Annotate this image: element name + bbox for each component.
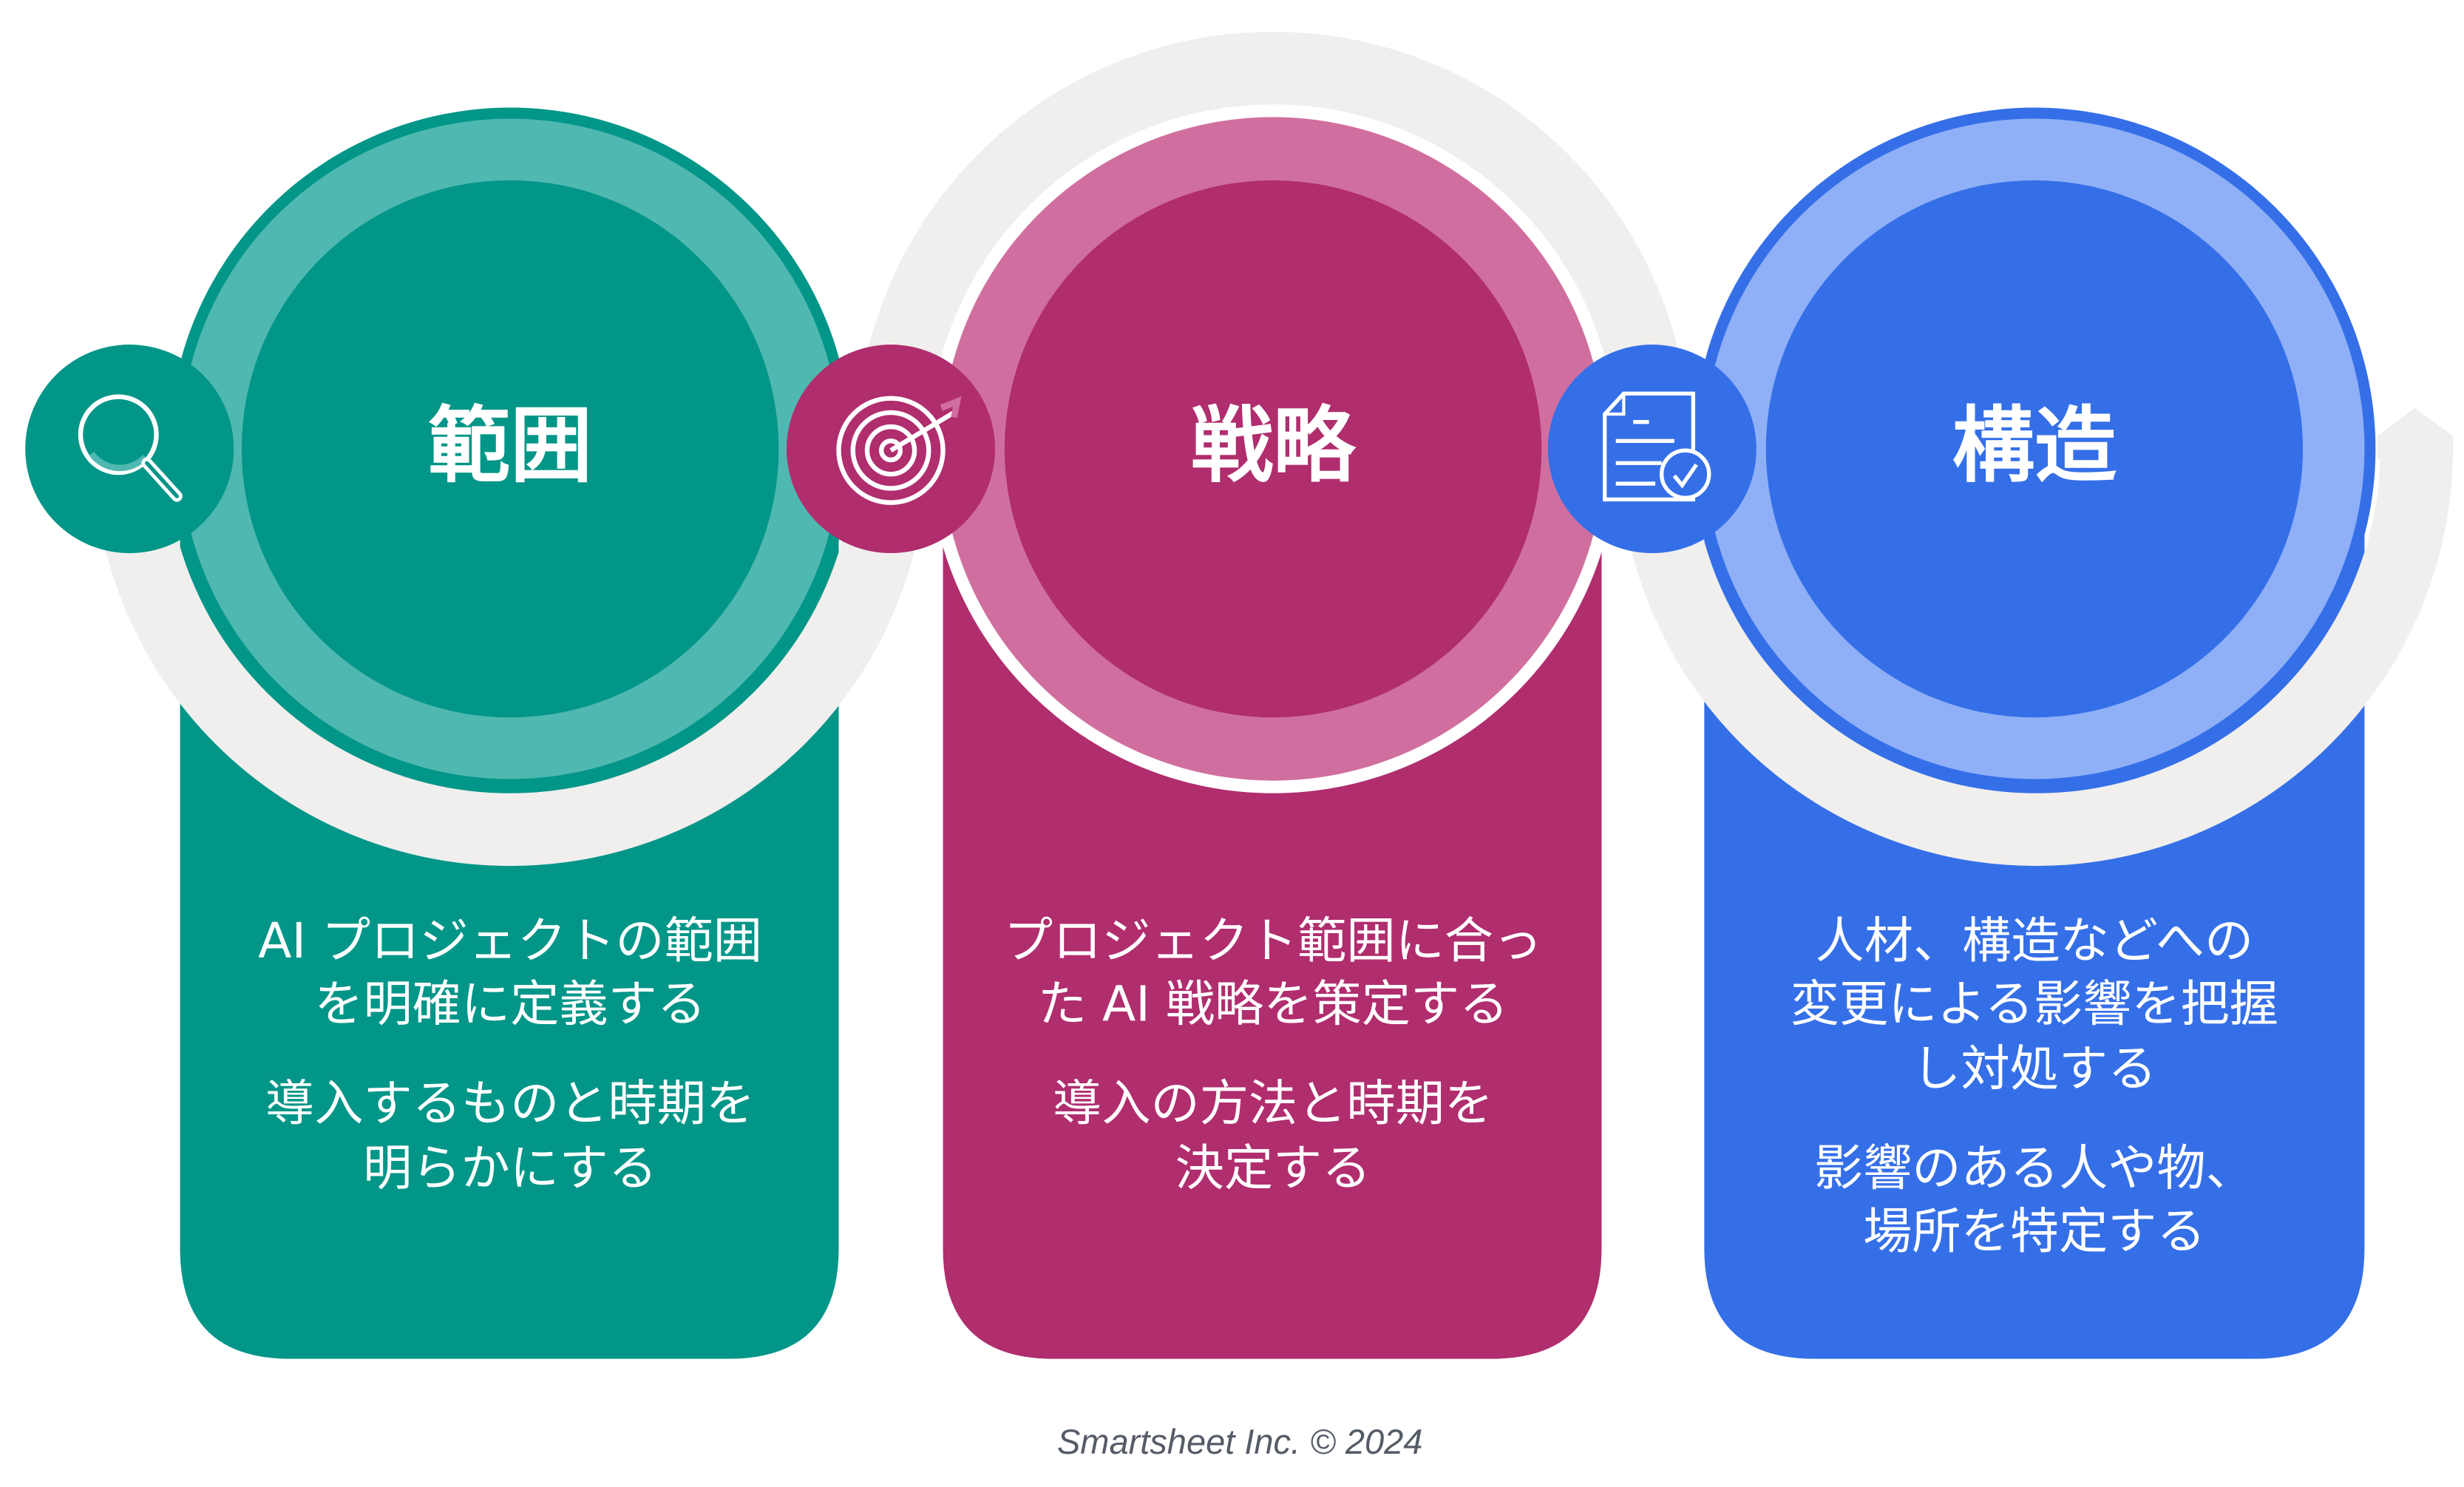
- step-3-description: 人材、構造などへの 変更による影響を把握 し対処する 影響のある人や物、 場所を…: [1791, 912, 2278, 1260]
- copyright-footer: Smartsheet Inc. © 2024: [1057, 1422, 1422, 1461]
- step-1-para2-line: 導入するものと時期を: [265, 1075, 755, 1132]
- step-2-description: プロジェクト範囲に合っ た AI 戦略を策定する 導入の方法と時期を 決定する: [1004, 912, 1542, 1197]
- step-3-circle: [1765, 180, 2304, 718]
- step-3-title: 構造: [1952, 399, 2117, 494]
- step-1-circle: [241, 180, 779, 718]
- step-2-para1-line: プロジェクト範囲に合っ: [1004, 912, 1542, 969]
- step-2-title: 戦略: [1191, 399, 1357, 494]
- step-1-description: AI プロジェクトの範囲 を明確に定義する 導入するものと時期を 明らかにする: [258, 912, 762, 1197]
- step-3-para1-line: し対処する: [1912, 1040, 2156, 1097]
- step-3-para1-line: 人材、構造などへの: [1816, 912, 2254, 969]
- step-1-title: 範囲: [428, 399, 592, 494]
- step-1-para1-line: を明確に定義する: [314, 975, 706, 1032]
- step-2-para2-line: 決定する: [1175, 1140, 1371, 1197]
- document-check-icon: [1547, 345, 1757, 554]
- target-icon: [786, 345, 996, 554]
- arrowhead-icon: [2377, 407, 2454, 458]
- step-1-para2-line: 明らかにする: [363, 1140, 657, 1197]
- step-1-para1-line: AI プロジェクトの範囲: [258, 912, 762, 969]
- step-2-para2-line: 導入の方法と時期を: [1053, 1075, 1493, 1132]
- step-2-para1-line: た AI 戦略を策定する: [1038, 975, 1509, 1032]
- step-3-para2-line: 影響のある人や物、: [1814, 1140, 2255, 1197]
- step-2-circle: [1004, 180, 1542, 718]
- step-3-para1-line: 変更による影響を把握: [1791, 975, 2278, 1032]
- magnifier-icon: [25, 345, 234, 554]
- flow-arc: [93, 31, 2454, 867]
- step-3-para2-line: 場所を特定する: [1863, 1203, 2206, 1260]
